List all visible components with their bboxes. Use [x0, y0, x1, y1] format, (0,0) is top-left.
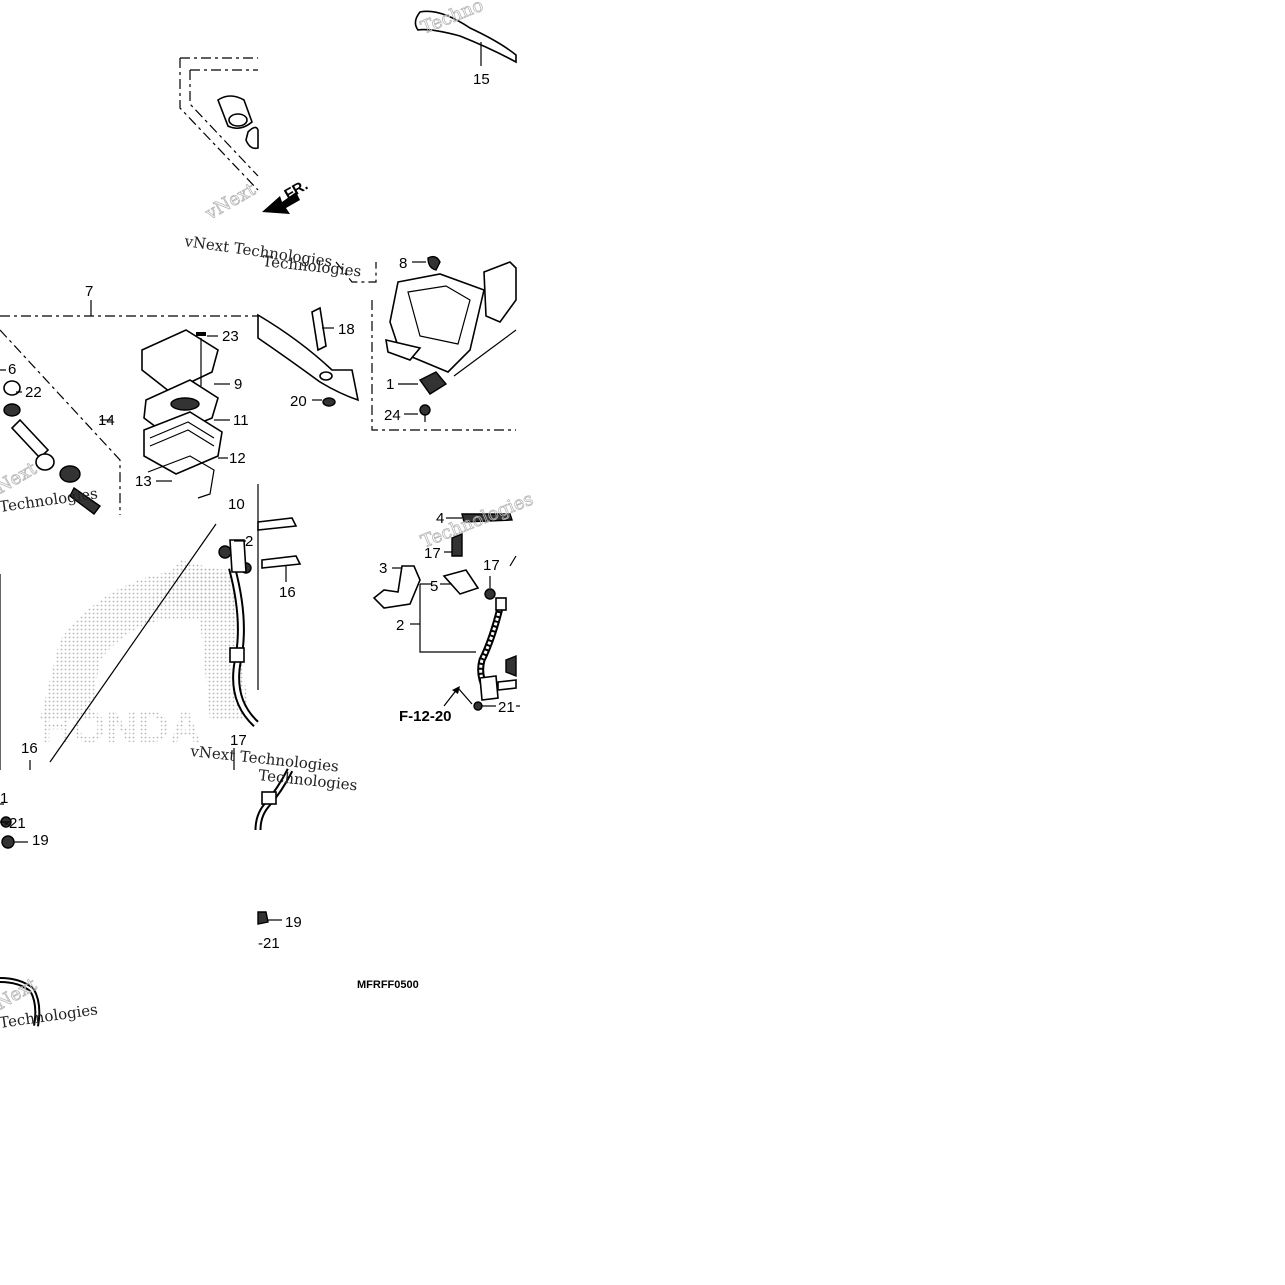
callout-10: 10: [228, 496, 245, 513]
brake-hose-right: [372, 513, 517, 711]
svg-text:Technologies: Technologies: [262, 252, 363, 280]
callout-21-left: -21: [4, 815, 26, 832]
callout-16-left: 16: [21, 740, 38, 757]
callout-3: 3: [379, 560, 387, 577]
svg-text:Technologies: Technologies: [258, 766, 359, 794]
lower-middle-hose-end: [254, 768, 294, 925]
master-cylinder-body: [335, 255, 517, 431]
callout-22: 22: [25, 384, 42, 401]
callout-6: 6: [8, 361, 16, 378]
brake-lever-top: [414, 10, 517, 66]
diagram-code: MFRFF0500: [357, 979, 419, 991]
callout-13: 13: [135, 473, 152, 490]
master-cylinder-assembly: [0, 300, 258, 515]
callout-21: 21: [498, 699, 515, 716]
callout-17-b: 17: [483, 557, 500, 574]
callout-21-bottom: -21: [258, 935, 280, 952]
callout-9: 9: [234, 376, 242, 393]
callout-17-mid: 17: [230, 732, 247, 749]
brake-hose-left: [0, 484, 302, 770]
ref-f-12-20: F-12-20: [399, 708, 452, 725]
svg-text:vNext: vNext: [201, 179, 260, 225]
callout-24: 24: [384, 407, 401, 424]
callout-18: 18: [338, 321, 355, 338]
leader-lines: [0, 705, 520, 805]
front-arrow-icon: [262, 192, 300, 214]
lower-left-fittings: [0, 816, 41, 1027]
watermarks: vNext Technologies vNext Technologies Te…: [0, 0, 537, 1032]
honda-logo-watermark: HONDA: [40, 560, 250, 752]
callout-23: 23: [222, 328, 239, 345]
honda-logo-text: HONDA: [40, 703, 201, 752]
callout-19-left: 19: [32, 832, 49, 849]
callout-11: 11: [233, 412, 249, 429]
callout-2-left: 2: [245, 533, 253, 550]
callout-14: 14: [98, 412, 115, 429]
callout-17-a: 17: [424, 545, 441, 562]
callout-7: 7: [85, 283, 93, 300]
brake-lever-main: [257, 306, 360, 407]
callout-15: 15: [473, 71, 490, 88]
callout-19-bottom: 19: [285, 914, 302, 931]
callout-4: 4: [436, 510, 444, 527]
callout-1-left: 1: [0, 790, 8, 807]
callout-20: 20: [290, 393, 307, 410]
callout-2: 2: [396, 617, 404, 634]
callout-16-mid: 16: [279, 584, 296, 601]
callout-1: 1: [386, 376, 394, 393]
callout-8: 8: [399, 255, 407, 272]
callout-12: 12: [229, 450, 246, 467]
callout-5: 5: [430, 578, 438, 595]
dust-boot-inset: [179, 57, 300, 214]
